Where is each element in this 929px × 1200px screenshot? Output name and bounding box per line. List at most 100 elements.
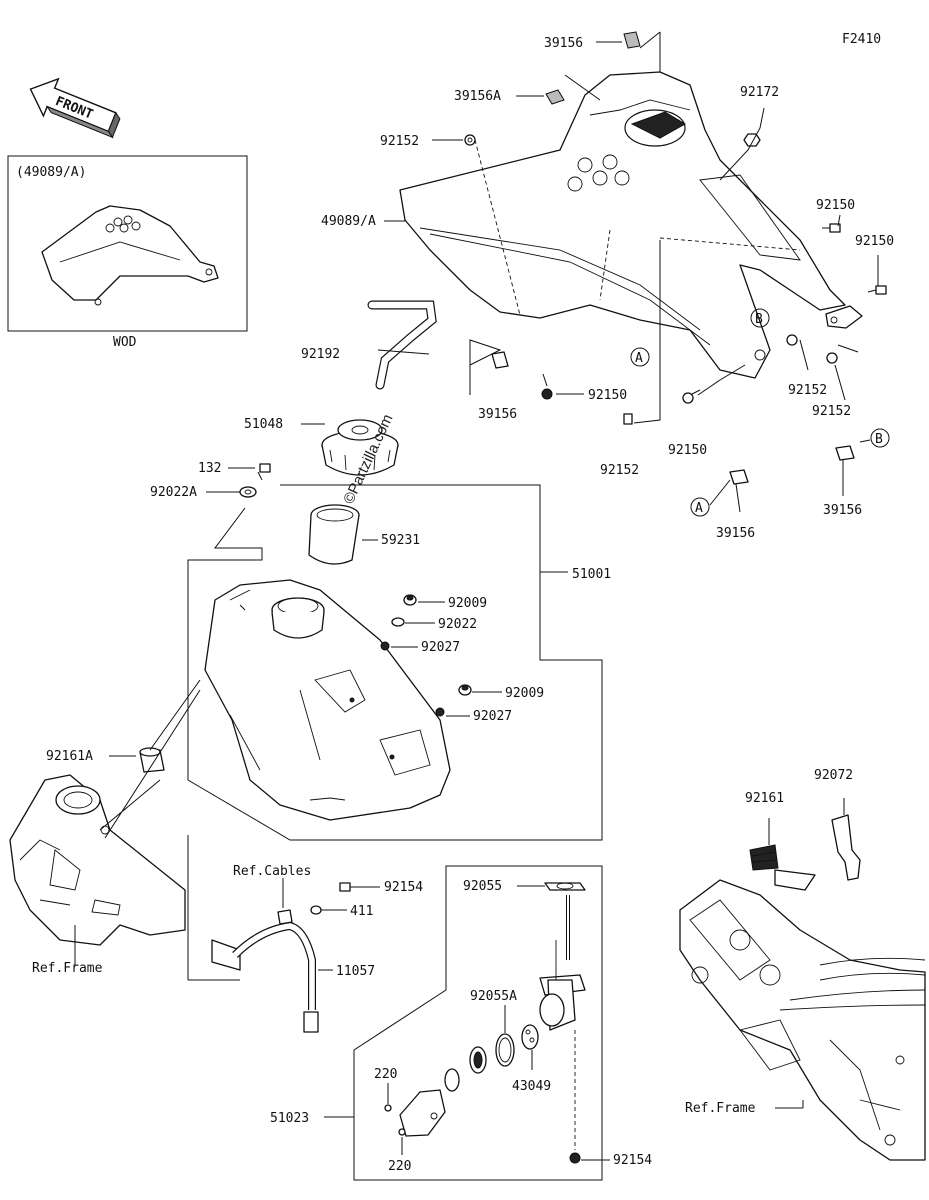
label-39156a: 39156A (454, 89, 501, 104)
label-39156-mid: 39156 (478, 407, 517, 422)
label-411: 411 (350, 904, 373, 919)
washer-92022a (239, 486, 257, 498)
washer-92152-c (826, 352, 838, 364)
label-92154-a: 92154 (384, 880, 423, 895)
fuel-cap (321, 419, 399, 476)
leader-damper (99, 679, 201, 839)
bolt-92154-a (339, 882, 358, 892)
screw-220-a (384, 1104, 392, 1112)
label-92027-b: 92027 (473, 709, 512, 724)
part-labels: 39156 39156A 92172 92152 92150 92150 490… (32, 36, 894, 1174)
inset-title: (49089/A) (16, 165, 86, 180)
shroud (399, 71, 846, 379)
label-92027-a: 92027 (421, 640, 460, 655)
filter-43049 (521, 1024, 539, 1050)
bolt-132 (257, 463, 271, 481)
collar-92152-d (623, 413, 633, 425)
washer-92152-b (786, 334, 798, 346)
label-92009-a: 92009 (448, 596, 487, 611)
inset-wod: (49089/A) WOD (7, 155, 248, 350)
bolt-92150-d (682, 389, 701, 404)
label-92150-c: 92150 (588, 388, 627, 403)
label-92022: 92022 (438, 617, 477, 632)
washer-92022 (391, 617, 405, 627)
plate (399, 1089, 446, 1137)
svg-text:B: B (755, 312, 763, 327)
washer-411 (310, 905, 322, 915)
tank-group-box (187, 484, 603, 841)
label-39156-low: 39156 (716, 526, 755, 541)
breather-hose (367, 300, 437, 390)
label-92022a: 92022A (150, 485, 197, 500)
label-92152-a: 92152 (380, 134, 419, 149)
bolt-92009-a (403, 594, 417, 606)
nut-92172 (743, 133, 761, 147)
label-51023: 51023 (270, 1111, 309, 1126)
label-92055a: 92055A (470, 989, 517, 1004)
oring-92055a (495, 1033, 515, 1067)
svg-text:A: A (635, 351, 643, 366)
front-arrow-icon: FRONT (29, 77, 121, 139)
bolt-92150-b (867, 285, 887, 295)
label-92152-c: 92152 (812, 404, 851, 419)
inset-caption: WOD (113, 335, 137, 350)
nut-92027-a (380, 641, 390, 651)
callout-b-lower: B (870, 428, 890, 448)
label-92161: 92161 (745, 791, 784, 806)
callout-b-upper: B (750, 308, 770, 328)
fuel-cock (539, 882, 586, 1164)
label-220-b: 220 (388, 1159, 411, 1174)
label-92072: 92072 (814, 768, 853, 783)
label-49089a: 49089/A (321, 214, 376, 229)
gasket (469, 1046, 487, 1074)
label-92172: 92172 (740, 85, 779, 100)
label-92150-a: 92150 (816, 198, 855, 213)
bolt-92150-a (822, 223, 841, 233)
label-92009-b: 92009 (505, 686, 544, 701)
label-51048: 51048 (244, 417, 283, 432)
label-39156-top: 39156 (544, 36, 583, 51)
clip-39156-mid (491, 351, 509, 369)
svg-text:A: A (695, 501, 703, 516)
strap-group-box (187, 835, 240, 981)
label-92161a: 92161A (46, 749, 93, 764)
nut-92152-a (464, 134, 476, 146)
bolt-92150-c (541, 373, 553, 400)
clip-39156-right (835, 445, 855, 461)
callout-a-lower: A (690, 497, 710, 517)
label-92192: 92192 (301, 347, 340, 362)
label-92150-b: 92150 (855, 234, 894, 249)
band-92072 (831, 814, 861, 881)
label-11057: 11057 (336, 964, 375, 979)
bolt-92009-b (458, 684, 472, 696)
leader-lines (109, 31, 879, 1161)
clip-39156a (545, 89, 565, 105)
figure-code: F2410 (842, 32, 881, 47)
label-92055: 92055 (463, 879, 502, 894)
svg-text:B: B (875, 432, 883, 447)
filter-59231 (308, 504, 360, 565)
gasket-small (444, 1068, 460, 1092)
callout-a-upper: A (630, 347, 650, 367)
label-92152-d: 92152 (600, 463, 639, 478)
screw-220-b (398, 1128, 406, 1136)
frame-left (9, 774, 186, 965)
label-92152-b: 92152 (788, 383, 827, 398)
label-51001: 51001 (572, 567, 611, 582)
fuelcock-group-box (353, 865, 603, 1181)
nut-92027-b (435, 707, 445, 717)
label-39156-right: 39156 (823, 503, 862, 518)
clip-39156-top (623, 31, 641, 49)
label-220-a: 220 (374, 1067, 397, 1082)
strap-11057 (211, 909, 319, 1033)
label-92150-d: 92150 (668, 443, 707, 458)
damper-92161 (749, 844, 816, 891)
label-ref-cables: Ref.Cables (233, 864, 311, 879)
bracket-right (825, 305, 863, 329)
label-ref-frame-right: Ref.Frame (685, 1101, 756, 1116)
frame-right (679, 879, 926, 1161)
label-132: 132 (198, 461, 221, 476)
label-59231: 59231 (381, 533, 420, 548)
